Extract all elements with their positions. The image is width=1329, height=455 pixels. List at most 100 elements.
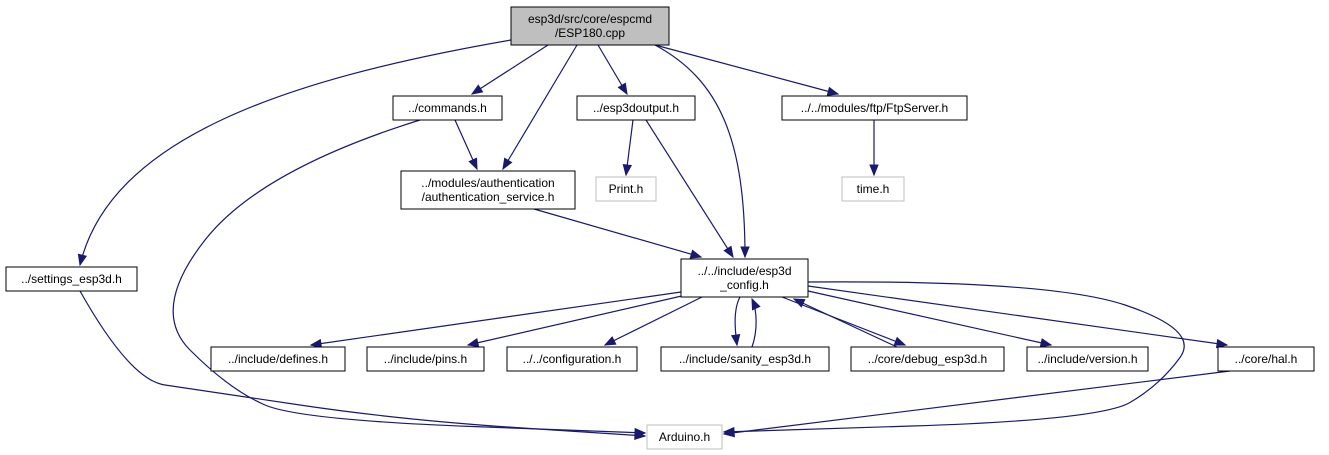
edge-line xyxy=(467,294,687,346)
arrow-head-icon xyxy=(689,249,703,259)
edge-line xyxy=(79,290,646,437)
edge-esp180-to-esp3doutput xyxy=(597,44,628,96)
arrow-head-icon xyxy=(622,163,633,177)
node-label: /ESP180.cpp xyxy=(555,26,625,40)
node-box xyxy=(595,176,657,202)
arrow-head-icon xyxy=(893,336,907,346)
node-box xyxy=(400,170,576,210)
arrow-head-icon xyxy=(722,428,736,438)
edge-line xyxy=(723,370,1231,435)
edge-auth-to-config xyxy=(533,208,703,259)
arrow-head-icon xyxy=(634,430,647,441)
arrow-head-icon xyxy=(470,84,484,95)
node-label: Arduino.h xyxy=(659,430,710,444)
edge-config-to-version xyxy=(807,290,1053,348)
edge-esp3doutput-to-config xyxy=(645,119,734,259)
edge-line xyxy=(807,285,1228,346)
edge-config-to-hal xyxy=(807,285,1229,349)
node-box xyxy=(366,346,485,372)
edge-line xyxy=(723,281,1185,433)
node-esp3doutput[interactable]: ../esp3doutput.h xyxy=(576,95,696,121)
edge-esp3doutput-to-print xyxy=(622,119,634,177)
node-label: ../../configuration.h xyxy=(523,352,622,366)
node-label: Print.h xyxy=(609,182,644,196)
arrow-head-icon xyxy=(603,336,617,346)
arrow-head-icon xyxy=(1039,338,1053,348)
arrow-head-icon xyxy=(723,245,734,259)
edge-commands-to-arduino xyxy=(172,119,647,438)
node-box xyxy=(576,95,696,121)
arrow-head-icon xyxy=(1215,338,1229,349)
node-config[interactable]: ../../include/esp3d_config.h xyxy=(680,258,809,298)
arrow-head-icon xyxy=(309,338,323,349)
edge-esp180-to-config xyxy=(654,44,750,259)
node-label: ../include/sanity_esp3d.h xyxy=(679,352,811,366)
arrow-head-icon xyxy=(617,82,628,96)
node-esp180[interactable]: esp3d/src/core/espcmd/ESP180.cpp xyxy=(510,6,670,46)
node-label: ../include/version.h xyxy=(1037,352,1137,366)
node-label: ../commands.h xyxy=(408,101,487,115)
node-label: ../../modules/ftp/FtpServer.h xyxy=(801,101,948,115)
node-box xyxy=(841,176,905,202)
arrow-head-icon xyxy=(826,86,840,96)
node-ftpserver[interactable]: ../../modules/ftp/FtpServer.h xyxy=(781,95,968,121)
arrow-head-icon xyxy=(466,338,480,348)
node-box xyxy=(5,266,138,292)
edge-line xyxy=(172,119,646,434)
edge-ftpserver-to-time xyxy=(869,120,879,177)
edge-settings-to-arduino xyxy=(79,290,647,441)
edge-config-to-defines xyxy=(309,291,682,349)
node-label: esp3d/src/core/espcmd xyxy=(528,12,652,26)
node-time[interactable]: time.h xyxy=(841,176,905,202)
node-label: ../../include/esp3d xyxy=(697,264,791,278)
edge-config-to-configuration xyxy=(603,296,703,346)
edge-sanity-to-config xyxy=(751,297,761,348)
edges-layer xyxy=(77,39,1231,441)
node-box xyxy=(210,346,346,372)
node-settings[interactable]: ../settings_esp3d.h xyxy=(5,266,138,292)
node-debug[interactable]: ../core/debug_esp3d.h xyxy=(850,346,1005,372)
edge-line xyxy=(604,296,703,346)
node-arduino[interactable]: Arduino.h xyxy=(646,424,723,450)
node-box xyxy=(680,258,809,298)
node-box xyxy=(660,346,830,372)
arrow-head-icon xyxy=(730,333,741,347)
node-label: /authentication_service.h xyxy=(422,190,555,204)
node-label: ../include/defines.h xyxy=(228,352,328,366)
node-version[interactable]: ../include/version.h xyxy=(1026,346,1149,372)
arrow-head-icon xyxy=(502,157,513,171)
node-pins[interactable]: ../include/pins.h xyxy=(366,346,485,372)
edge-line xyxy=(533,208,702,258)
edge-line xyxy=(471,44,549,95)
edge-line xyxy=(793,298,898,348)
node-label: ../include/pins.h xyxy=(384,352,467,366)
edge-line xyxy=(502,44,578,170)
edge-esp180-to-auth xyxy=(502,44,578,171)
node-label: time.h xyxy=(857,182,890,196)
node-print[interactable]: Print.h xyxy=(595,176,657,202)
node-defines[interactable]: ../include/defines.h xyxy=(210,346,346,372)
node-commands[interactable]: ../commands.h xyxy=(392,95,503,121)
arrow-head-icon xyxy=(77,253,88,267)
arrow-head-icon xyxy=(740,246,750,259)
edge-commands-to-auth xyxy=(454,119,478,171)
edge-hal-to-arduino xyxy=(722,370,1231,438)
node-configuration[interactable]: ../../configuration.h xyxy=(506,346,638,372)
edge-line xyxy=(310,291,682,346)
node-label: ../core/hal.h xyxy=(1235,352,1298,366)
node-box xyxy=(781,95,968,121)
node-box xyxy=(392,95,503,121)
node-box xyxy=(1026,346,1149,372)
edge-esp180-to-ftpserver xyxy=(654,44,840,96)
node-box xyxy=(850,346,1005,372)
node-sanity[interactable]: ../include/sanity_esp3d.h xyxy=(660,346,830,372)
node-box xyxy=(506,346,638,372)
nodes-layer: esp3d/src/core/espcmd/ESP180.cpp ../comma… xyxy=(5,6,1315,450)
node-hal[interactable]: ../core/hal.h xyxy=(1217,346,1315,372)
edge-line xyxy=(807,290,1052,346)
node-box xyxy=(510,6,670,46)
edge-debug-to-config xyxy=(792,298,898,348)
node-label: ../core/debug_esp3d.h xyxy=(868,352,987,366)
edge-esp180-to-settings xyxy=(77,39,512,267)
node-auth[interactable]: ../modules/authentication/authentication… xyxy=(400,170,576,210)
